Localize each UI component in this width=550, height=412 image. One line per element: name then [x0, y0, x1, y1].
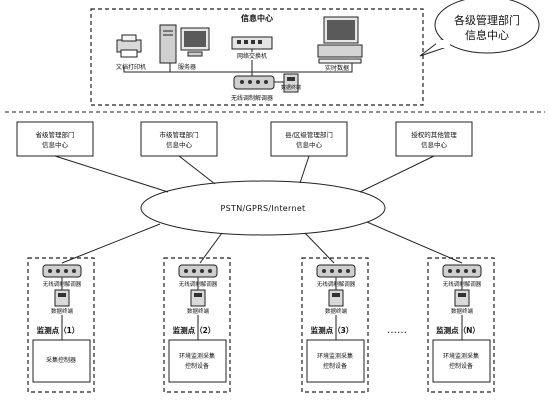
- dept-box-3-line1: 县/区级管理部门: [285, 130, 333, 139]
- info-center-title: 信息中心: [241, 13, 273, 23]
- callout-bubble: [419, 0, 540, 57]
- station-n-device-line1: 环境监测采集: [443, 352, 479, 360]
- station-2-boundary: [163, 257, 231, 393]
- link-dept-3: [299, 155, 310, 184]
- station-1-dtu-label: 数据终端: [51, 307, 74, 315]
- station-1-title: 监测点（1）: [37, 325, 80, 335]
- link-dept-1: [54, 155, 169, 193]
- callout-line1: 各级管理部门: [454, 13, 520, 27]
- info-modem-label: 无线调制解调器: [231, 94, 273, 102]
- dept-box-2-line1: 市级管理部门: [160, 130, 199, 139]
- station-2-dtu-icon: [190, 289, 206, 307]
- station-2-device-box: [168, 339, 227, 383]
- station-n-device-line2: 控制设备: [449, 362, 473, 370]
- station-3-title: 监测点（3）: [311, 325, 354, 335]
- network-label: PSTN/GPRS/Internet: [221, 204, 306, 213]
- info-center-bus: [123, 63, 353, 73]
- dept-box-2-line2: 信息中心: [166, 140, 193, 149]
- station-1-modem-icon: [42, 264, 82, 278]
- dept-box-4-line2: 信息中心: [421, 140, 448, 149]
- station-2-dtu-label: 数据终端: [187, 307, 210, 315]
- switch-label: 网络交换机: [237, 52, 267, 60]
- callout-line2: 信息中心: [465, 28, 509, 42]
- dept-box-4: [395, 121, 473, 157]
- info-modem-icon: [233, 75, 275, 90]
- server-label: 服务器: [178, 63, 196, 71]
- server-icon: [159, 24, 210, 64]
- dept-box-1-line2: 信息中心: [42, 140, 69, 149]
- station-1-boundary: [27, 257, 95, 393]
- link-station-3: [304, 232, 335, 264]
- station-n-dtu-icon: [454, 289, 470, 307]
- dept-box-4-line1: 授权的其他管理: [411, 130, 457, 139]
- workstation-icon: [317, 16, 363, 64]
- station-n-dtu-label: 数据终端: [451, 307, 474, 315]
- station-1-device-box: [32, 339, 91, 383]
- station-1-dtu-icon: [54, 289, 70, 307]
- station-3-dtu-icon: [328, 289, 344, 307]
- switch-icon: [231, 36, 273, 50]
- link-station-4: [366, 221, 463, 264]
- station-3-device-box: [306, 339, 365, 383]
- printer-label: 文档打印机: [116, 63, 146, 71]
- network-cloud: [140, 180, 386, 236]
- link-dept-4: [359, 155, 435, 193]
- dept-box-2: [140, 121, 218, 157]
- station-n-boundary: [427, 257, 495, 393]
- info-dtu-icon: [283, 73, 299, 93]
- station-3-device-line1: 环境监测采集: [317, 352, 353, 360]
- station-n-modem-icon: [442, 264, 482, 278]
- info-dtu-label: 数据终端: [281, 84, 301, 91]
- info-center-boundary: [90, 8, 424, 106]
- dept-box-3: [270, 121, 348, 157]
- station-2-device-line1: 环境监测采集: [179, 352, 215, 360]
- station-n-device-box: [432, 339, 491, 383]
- station-3-modem-icon: [316, 264, 356, 278]
- dept-box-3-line2: 信息中心: [296, 140, 323, 149]
- station-n-title: 监测点（N）: [436, 325, 480, 335]
- link-station-1: [61, 223, 161, 264]
- link-dept-2: [178, 155, 216, 185]
- dept-box-1-line1: 省级管理部门: [36, 130, 75, 139]
- station-3-dtu-label: 数据终端: [325, 307, 348, 315]
- station-3-boundary: [301, 257, 369, 393]
- station-2-title: 监测点（2）: [173, 325, 216, 335]
- ellipsis: ……: [387, 325, 407, 336]
- station-2-modem-icon: [178, 264, 218, 278]
- link-station-2: [199, 232, 223, 264]
- dept-box-1: [16, 121, 94, 157]
- workstation-label: 实时数据: [325, 64, 349, 72]
- station-3-device-line2: 控制设备: [323, 362, 347, 370]
- printer-icon: [116, 34, 142, 58]
- station-1-device-line1: 采集控制器: [46, 356, 76, 364]
- station-2-device-line2: 控制设备: [185, 362, 209, 370]
